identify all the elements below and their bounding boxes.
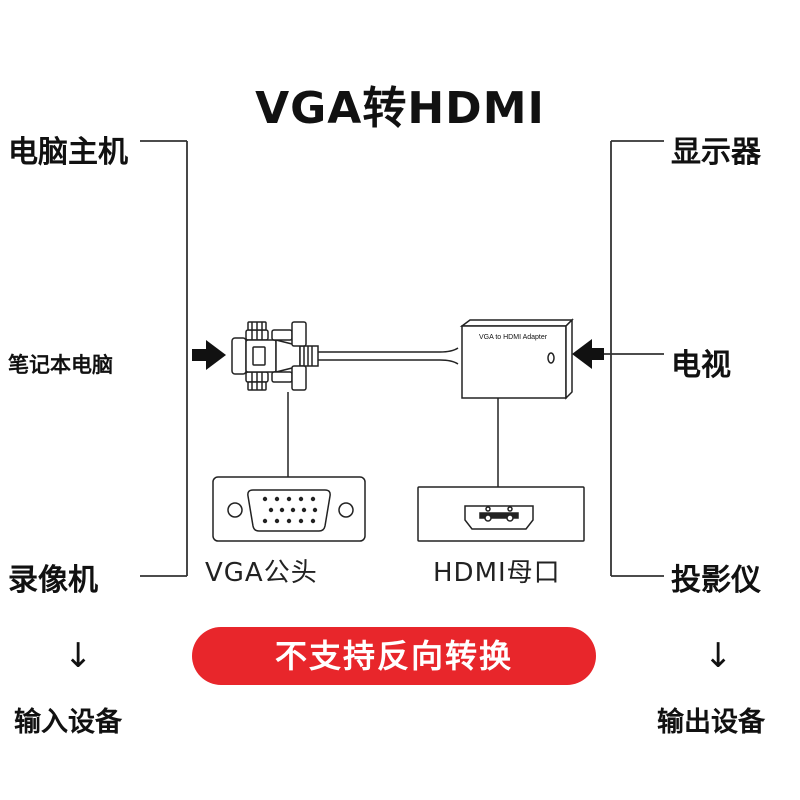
input-device-recorder: 录像机 [8,563,98,598]
input-down-arrow-icon: ↓ [64,636,93,676]
output-device-monitor: 显示器 [671,135,761,170]
hdmi-female-port-icon [417,486,585,542]
output-device-projector: 投影仪 [671,563,761,598]
vga-pin [310,518,316,524]
vga-pin [286,518,292,524]
adapter-label: VGA to HDMI Adapter [479,334,548,341]
vga-pin [310,496,316,502]
vga-pin [298,496,304,502]
vga-male-caption: VGA公头 [205,558,318,588]
output-bracket [600,140,664,577]
output-arrow-icon [572,339,604,369]
input-bracket [140,140,188,577]
leader-lines [287,392,499,487]
adapter-box [459,318,574,400]
diagram-title: VGA转HDMI [255,83,545,134]
vga-pin [279,507,285,513]
output-devices-label: 输出设备 [657,707,765,738]
no-reverse-conversion-badge: 不支持反向转换 [192,627,596,685]
vga-plug [231,321,319,391]
vga-pin [262,496,268,502]
vga-pin [286,496,292,502]
output-device-tv: 电视 [671,348,731,383]
vga-pin [274,496,280,502]
input-device-pc: 电脑主机 [8,135,128,170]
vga-pin [268,507,274,513]
input-device-laptop: 笔记本电脑 [8,353,113,377]
output-down-arrow-icon: ↓ [704,636,733,676]
vga-pin [301,507,307,513]
input-arrow-icon [192,340,226,370]
vga-pin [298,518,304,524]
vga-pin [274,518,280,524]
vga-male-connector-icon [212,476,366,542]
input-devices-label: 输入设备 [14,707,122,738]
hdmi-female-caption: HDMI母口 [433,558,561,588]
vga-pin [262,518,268,524]
vga-pins [262,496,318,524]
adapter-cable [318,347,459,365]
vga-pin [312,507,318,513]
vga-pin [290,507,296,513]
